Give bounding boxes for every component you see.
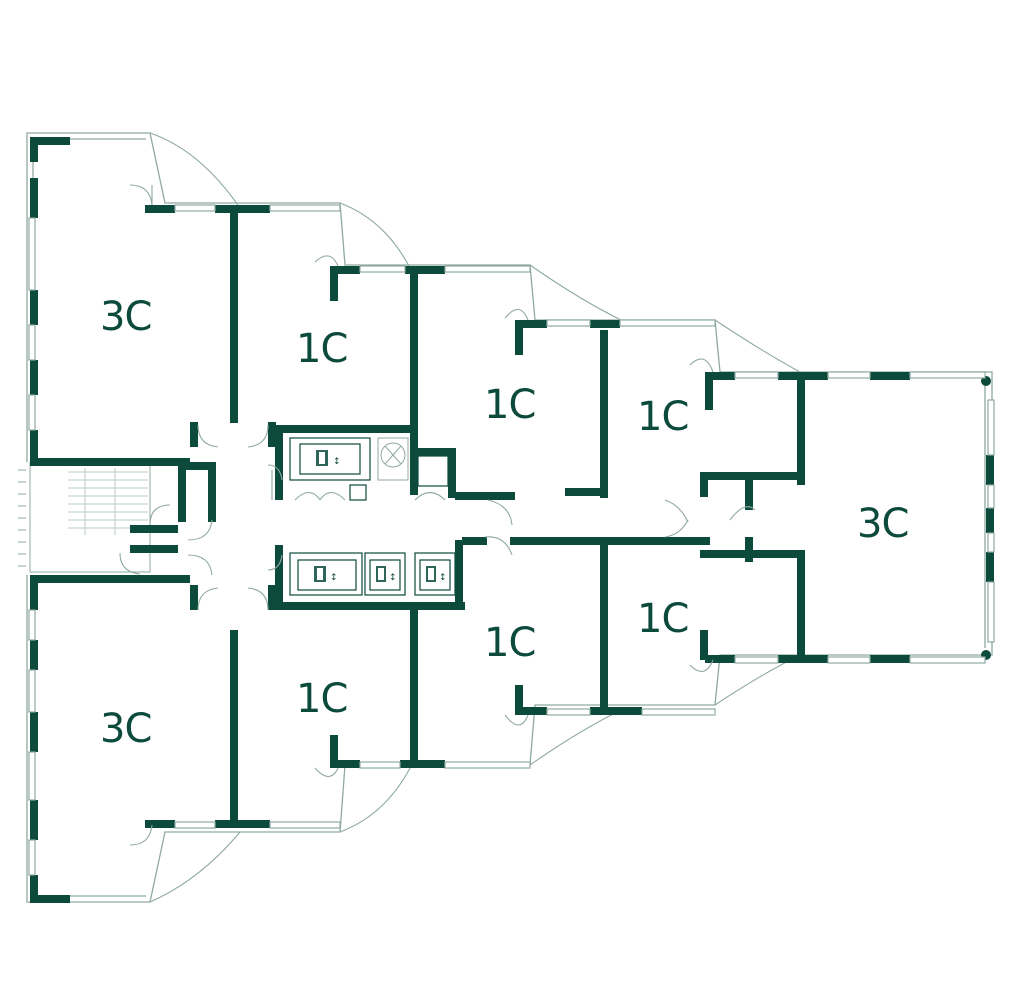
unit-label-3c-top-left: 3C: [100, 294, 151, 340]
unit-label-3c-right: 3C: [857, 501, 908, 547]
unit-label-1c-bottom-3: 1C: [637, 596, 688, 642]
facade-outline: [26, 132, 993, 903]
unit-label-1c-bottom-1: 1C: [296, 676, 347, 722]
svg-text:↕: ↕: [439, 573, 447, 583]
svg-text:↕: ↕: [330, 573, 338, 583]
unit-label-1c-bottom-2: 1C: [484, 620, 535, 666]
wheelchair-lift-icon: [377, 437, 409, 481]
unit-labels: 3C 1C 1C 1C 3C 1C 1C 1C 3C: [100, 294, 909, 752]
unit-label-1c-top-3: 1C: [637, 394, 688, 440]
unit-label-3c-bottom-left: 3C: [100, 706, 151, 752]
door-icon: [119, 184, 756, 846]
stair-core: [18, 461, 151, 573]
elevator-icon: ↕: [426, 566, 447, 583]
unit-label-1c-top-2: 1C: [484, 382, 535, 428]
svg-text:↕: ↕: [333, 457, 341, 467]
elevator-icon: ↕: [314, 566, 338, 583]
doors: [119, 184, 756, 846]
walls: [30, 137, 994, 903]
unit-label-1c-top-1: 1C: [296, 326, 347, 372]
elevator-icon: ↕: [316, 450, 341, 467]
svg-text:↕: ↕: [389, 573, 397, 583]
stair-icon: [68, 468, 148, 535]
windows: [28, 204, 995, 876]
elevator-core: ↕ ↕ ↕ ↕: [289, 437, 456, 596]
elevator-icon: ↕: [376, 566, 397, 583]
